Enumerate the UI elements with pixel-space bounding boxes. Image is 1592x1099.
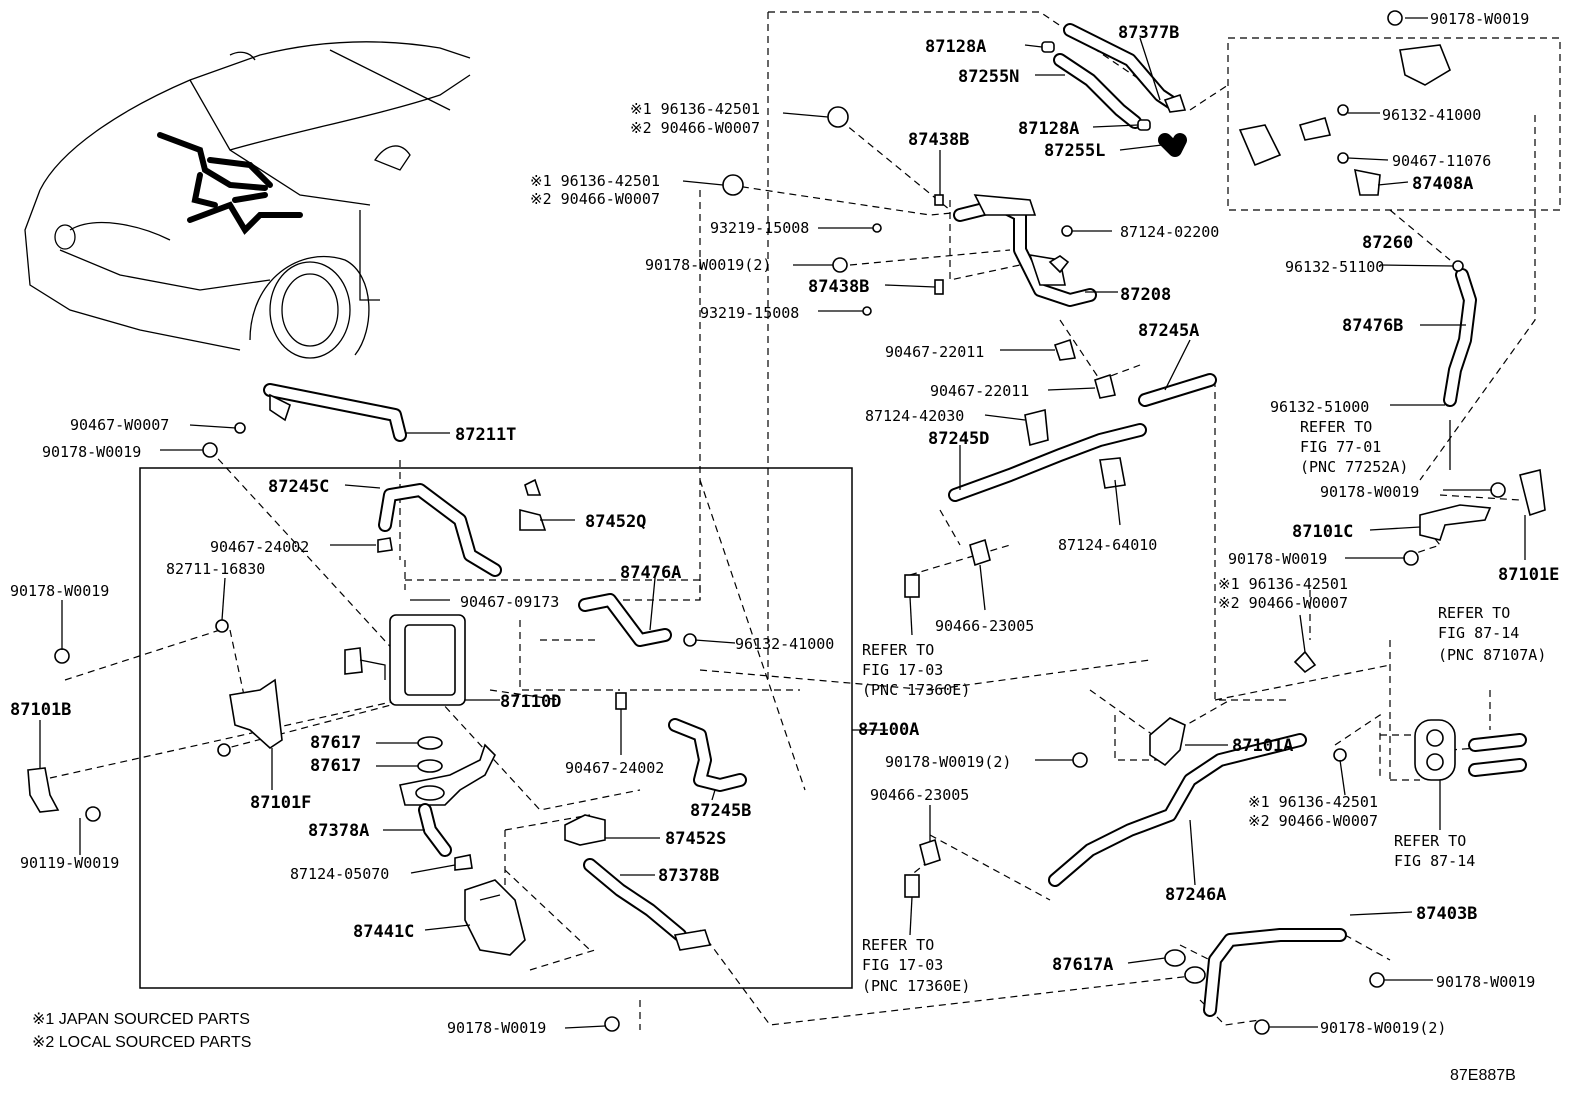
part-label: 96132-41000 [1382,106,1481,124]
part-label: 87260 [1362,233,1413,253]
part-label: 96132-41000 [735,635,834,653]
guide-lines [49,11,1561,1030]
part-label: 87245A [1138,321,1199,341]
part-label: 87128A [1018,119,1079,139]
part-label: 87452S [665,829,726,849]
part-label: 87617 [310,733,361,753]
part-label: 82711-16830 [166,560,265,578]
part-label: 90178-W0019 [42,443,141,461]
part-label: 87128A [925,37,986,57]
part-label: 90467-22011 [930,382,1029,400]
part-label: 90178-W0019 [1320,483,1419,501]
part-label: FIG 87-14 [1394,852,1475,870]
part-label: 90178-W0019 [1436,973,1535,991]
part-label: 87408A [1412,174,1473,194]
part-label: 87124-64010 [1058,536,1157,554]
part-label: 87208 [1120,285,1171,305]
diagram-code: 87E887B [1450,1067,1516,1084]
part-label: FIG 17-03 [862,956,943,974]
part-label: ※1 96136-42501 [530,172,660,190]
part-label: 87100A [858,720,919,740]
note-japan-sourced: ※1 JAPAN SOURCED PARTS [32,1011,250,1028]
part-label: 90467-W0007 [70,416,169,434]
part-label: 87441C [353,922,414,942]
part-label: 90119-W0019 [20,854,119,872]
part-label: 90467-11076 [1392,152,1491,170]
part-label: 90467-24002 [565,759,664,777]
part-label: 90467-24002 [210,538,309,556]
part-label: 87124-05070 [290,865,389,883]
part-label: FIG 77-01 [1300,438,1381,456]
part-label: 87245B [690,801,751,821]
part-label: 90467-09173 [460,593,559,611]
part-label: 93219-15008 [700,304,799,322]
part-label: (PNC 17360E) [862,977,970,995]
part-label: 87476B [1342,316,1403,336]
part-label: ※1 96136-42501 [1248,793,1378,811]
part-label: 90178-W0019(2) [645,256,771,274]
part-label: FIG 17-03 [862,661,943,679]
part-label: 87255L [1044,141,1105,161]
part-label: 87124-02200 [1120,223,1219,241]
part-label: 87378B [658,866,719,886]
part-label: FIG 87-14 [1438,624,1519,642]
part-label: 87452Q [585,512,646,532]
part-label: 87101F [250,793,311,813]
part-label: ※2 90466-W0007 [1248,812,1378,830]
part-label: 87124-42030 [865,407,964,425]
part-label: 87255N [958,67,1019,87]
part-label: 87211T [455,425,516,445]
part-label: ※2 90466-W0007 [530,190,660,208]
part-label: (PNC 77252A) [1300,458,1408,476]
part-label: 90178-W0019 [1430,10,1529,28]
part-label: REFER TO [862,641,934,659]
part-label: 96132-51100 [1285,258,1384,276]
part-label: 87476A [620,563,681,583]
part-label: 90178-W0019(2) [1320,1019,1446,1037]
part-label: 87617 [310,756,361,776]
leader-lines [39,17,1526,1029]
part-label: 87617A [1052,955,1113,975]
part-label: 90178-W0019(2) [885,753,1011,771]
part-label: ※1 96136-42501 [1218,575,1348,593]
part-label: 87101B [10,700,71,720]
part-label: REFER TO [1438,604,1510,622]
part-label: 87377B [1118,23,1179,43]
part-label: 87101E [1498,565,1559,585]
part-label: 90466-23005 [935,617,1034,635]
part-label: REFER TO [1394,832,1466,850]
part-label: 87403B [1416,904,1477,924]
part-label: 90467-22011 [885,343,984,361]
part-label: ※2 90466-W0007 [1218,594,1348,612]
part-label: 93219-15008 [710,219,809,237]
part-label: 87101C [1292,522,1353,542]
part-label: 90178-W0019 [1228,550,1327,568]
part-label: ※1 96136-42501 [630,100,760,118]
part-label: 87245D [928,429,989,449]
part-label: ※2 90466-W0007 [630,119,760,137]
part-label: (PNC 87107A) [1438,646,1546,664]
part-label: 87246A [1165,885,1226,905]
part-label: 96132-51000 [1270,398,1369,416]
part-labels: 90178-W001987377B87128A87255N87128A87255… [10,10,1559,1037]
part-label: 90466-23005 [870,786,969,804]
part-label: 87245C [268,477,329,497]
part-label: 90178-W0019 [447,1019,546,1037]
part-label: REFER TO [1300,418,1372,436]
parts [27,10,1546,1035]
part-label: 87101A [1232,736,1293,756]
part-label: (PNC 17360E) [862,681,970,699]
part-label: REFER TO [862,936,934,954]
note-local-sourced: ※2 LOCAL SOURCED PARTS [32,1034,251,1051]
part-label: 87378A [308,821,369,841]
part-label: 87110D [500,692,561,712]
part-label: 87438B [908,130,969,150]
part-label: 90178-W0019 [10,582,109,600]
part-label: 87438B [808,277,869,297]
assembly-box [139,467,853,989]
vehicle-illustration [24,41,471,359]
